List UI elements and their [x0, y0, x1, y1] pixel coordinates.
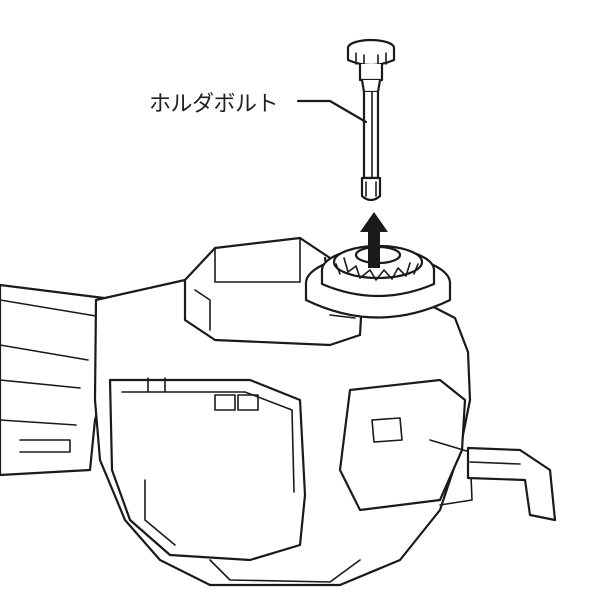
holder-bolt-label: ホルダボルト [149, 92, 279, 117]
callout-leader-line [296, 99, 368, 124]
holder-bolt [346, 38, 396, 202]
removal-arrow [360, 212, 388, 268]
multi-tool-body [0, 236, 557, 587]
